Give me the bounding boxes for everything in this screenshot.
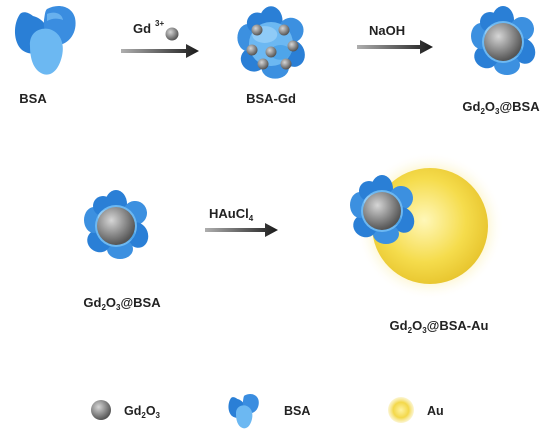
reaction-arrow-2 bbox=[357, 40, 433, 54]
bsa-gd-label: BSA-Gd bbox=[246, 91, 296, 106]
bsa-label: BSA bbox=[19, 91, 47, 106]
reaction-arrow-1 bbox=[121, 44, 199, 58]
gd-ion-reagent: Gd 3+ bbox=[133, 19, 179, 41]
gd2o3-bsa-label-top: Gd2O3@BSA bbox=[462, 99, 540, 116]
legend-gd2o3: Gd2O3 bbox=[91, 400, 161, 420]
gd2o3-bsa-particle-mid bbox=[83, 190, 152, 259]
bsa-molecule bbox=[14, 6, 76, 75]
legend-gd2o3-icon bbox=[91, 400, 111, 420]
haucl4-label: HAuCl4 bbox=[209, 206, 254, 223]
gd2o3-bsa-au-particle bbox=[349, 152, 504, 300]
naoh-label: NaOH bbox=[369, 23, 405, 38]
gd2o3-bsa-au-label: Gd2O3@BSA-Au bbox=[390, 318, 489, 335]
legend-gd2o3-label: Gd2O3 bbox=[124, 404, 161, 420]
bsa-gd-complex bbox=[236, 6, 309, 79]
legend-bsa-label: BSA bbox=[284, 404, 310, 418]
gd2o3-bsa-particle-top bbox=[470, 6, 539, 75]
legend-bsa-icon bbox=[228, 394, 259, 429]
gd-ion-label: Gd bbox=[133, 21, 151, 36]
gd-ion-charge: 3+ bbox=[155, 19, 164, 28]
legend-au-label: Au bbox=[427, 404, 444, 418]
legend-au-icon bbox=[388, 397, 414, 423]
gd2o3-bsa-label-mid: Gd2O3@BSA bbox=[83, 295, 161, 312]
reaction-arrow-3 bbox=[205, 223, 278, 237]
legend-au: Au bbox=[388, 397, 444, 423]
legend-bsa: BSA bbox=[228, 394, 310, 429]
legend: Gd2O3 BSA Au bbox=[91, 394, 444, 429]
gd-ion-sphere bbox=[165, 27, 179, 41]
